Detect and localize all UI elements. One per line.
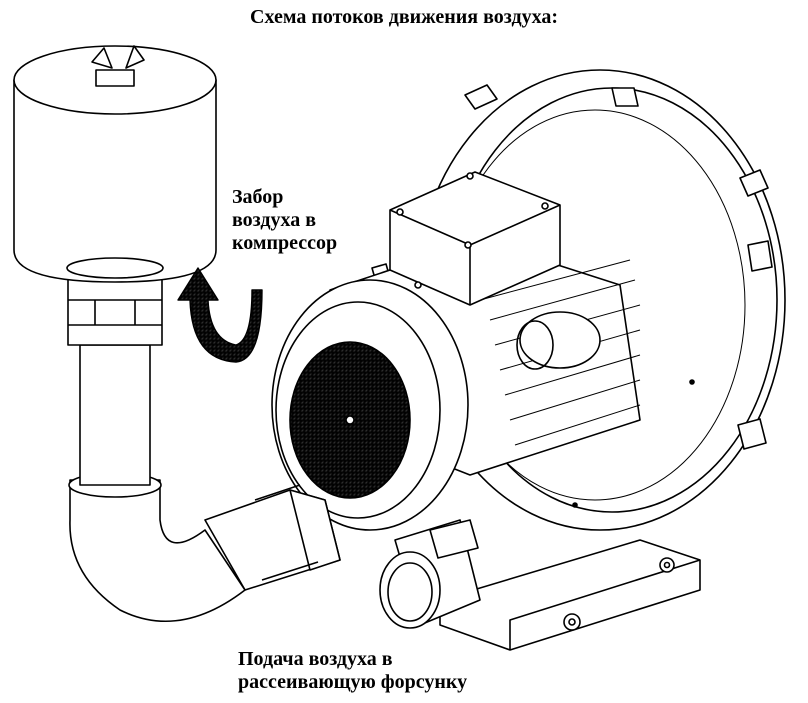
capacitor <box>519 311 601 369</box>
wing-nut-right <box>125 45 145 69</box>
wing-nut-left <box>91 47 113 69</box>
housing-clamp-5 <box>737 418 767 450</box>
air-intake-label-line-3: компрессор <box>232 232 338 254</box>
box-screw-3 <box>541 202 549 210</box>
base-plate <box>439 539 701 651</box>
outlet-port <box>379 519 481 629</box>
airflow-arrow-icon <box>177 267 263 363</box>
housing-clamp-2 <box>611 87 639 107</box>
motor-end-cap <box>271 279 469 531</box>
air-filter <box>13 45 217 283</box>
pipe-hex-nut <box>67 274 163 346</box>
air-outlet-label-line-1: Подача воздуха в <box>238 648 393 670</box>
inlet-pipe <box>67 274 341 622</box>
box-screw-1 <box>396 208 404 216</box>
housing-clamp-3 <box>739 169 769 197</box>
housing-clamp-1 <box>464 84 498 110</box>
vertical-pipe <box>79 344 151 486</box>
terminal-box <box>389 171 561 306</box>
box-screw-2 <box>466 172 474 180</box>
air-intake-label-line-1: Забор <box>232 186 284 208</box>
air-intake-label-line-2: воздуха в <box>232 209 316 231</box>
housing-clamp-4 <box>747 240 773 272</box>
wing-nut-base <box>95 69 135 87</box>
box-screw-5 <box>414 281 422 289</box>
pipe-elbow <box>69 479 246 622</box>
box-screw-4 <box>464 241 472 249</box>
outlet-hex-nut <box>429 519 479 559</box>
diagram-title: Схема потоков движения воздуха: <box>250 6 558 28</box>
air-intake-label: Забор воздуха в компрессор <box>232 186 337 255</box>
air-outlet-label-line-2: рассеивающую форсунку <box>238 671 468 693</box>
union-nut <box>289 489 341 571</box>
air-outlet-label: Подача воздуха в рассеивающую форсунку <box>238 648 467 694</box>
